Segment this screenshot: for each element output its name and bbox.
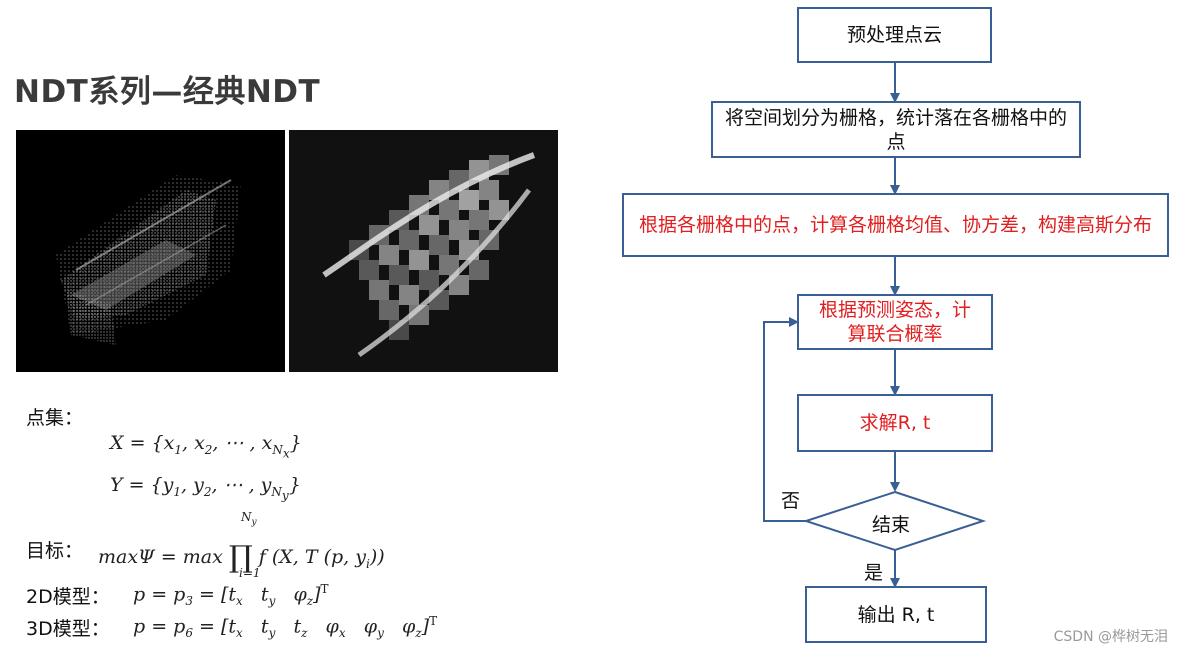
flow-step-solve: 求解R, t [797,394,993,452]
page-title: NDT系列—经典NDT [14,74,321,110]
flow-step-joint-probability: 根据预测姿态，计算联合概率 [797,294,993,350]
model-3d-formula: p = p6 = [tx ty tz φx φy φz]T [133,614,438,641]
decision-label: 结束 [872,514,911,536]
flow-step-grid: 将空间划分为栅格，统计落在各栅格中的点 [711,101,1081,158]
yes-label: 是 [864,562,884,584]
objective-label: 目标： [26,540,84,562]
watermark: CSDN @桦树无泪 [1053,629,1168,645]
flow-step-preprocess: 预处理点云 [797,7,992,63]
objective-formula: maxΨ = max ∏ Ny i=1 f (X, T (p, yi)) [98,510,385,580]
set-x-formula: X = {x1, x2, ⋯ , xNx} [110,432,302,461]
model-3d-label: 3D模型： [26,618,110,640]
set-y-formula: Y = {y1, y2, ⋯ , yNy} [110,474,301,503]
model-2d-label: 2D模型： [26,586,110,608]
flow-step-output: 输出 R, t [805,586,987,643]
model-2d-formula: p = p3 = [tx ty φz]T [133,582,329,609]
loop-no-label: 否 [781,490,801,512]
ndt-grid-image [289,130,558,372]
flow-step-gaussian: 根据各栅格中的点，计算各栅格均值、协方差，构建高斯分布 [622,193,1169,257]
point-set-label: 点集： [26,407,84,429]
point-cloud-image [16,130,285,372]
